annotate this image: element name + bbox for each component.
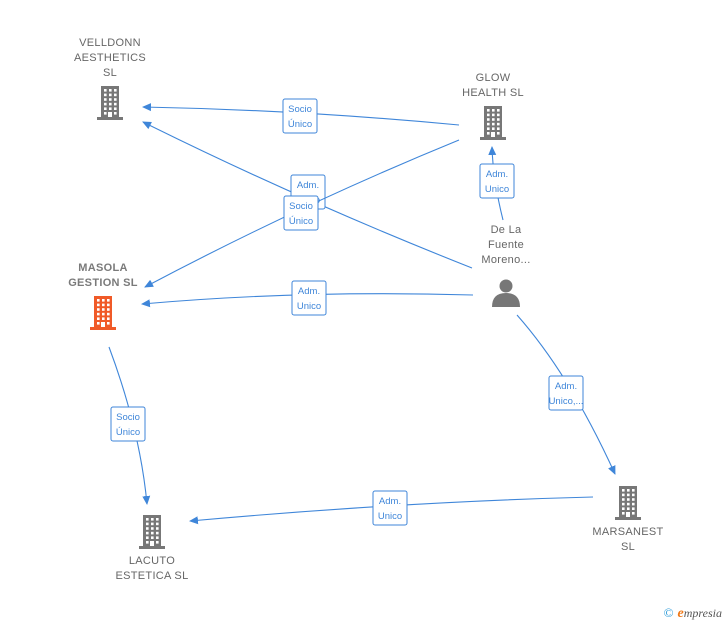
edge-label-text: Socio	[289, 201, 313, 212]
node-label: AESTHETICS	[74, 52, 146, 64]
node-label: De La	[491, 224, 522, 236]
edge-label-box	[283, 195, 319, 231]
edge-label-box	[372, 490, 408, 526]
node-label: ESTETICA SL	[116, 570, 189, 582]
edge-label[interactable]: Adm. Unico	[291, 280, 327, 316]
building-icon	[480, 106, 506, 140]
node-label: SL	[103, 67, 117, 79]
edge-label-text: Adm.	[298, 286, 320, 297]
node-marsanest[interactable]: MARSANEST SL	[592, 486, 663, 553]
edge-label-text: Adm.	[486, 169, 508, 180]
edge-label[interactable]: Adm. Unico,...	[548, 375, 584, 411]
edge-label-text: Socio	[288, 104, 312, 115]
edge-label-box	[110, 406, 146, 442]
node-label: Fuente	[488, 239, 524, 251]
brand-logo-text: mpresia	[683, 606, 722, 620]
edge-label-text: Socio	[116, 412, 140, 423]
edge-label[interactable]: Adm. Unico	[372, 490, 408, 526]
brand-footer: ©empresia	[664, 605, 722, 622]
edge-label-text: Adm.	[297, 180, 319, 191]
node-glow[interactable]: GLOW HEALTH SL	[462, 72, 524, 140]
edge-label-text: Adm.	[379, 496, 401, 507]
node-label: GLOW	[476, 72, 511, 84]
edge-label-box	[479, 163, 515, 199]
building-icon	[97, 86, 123, 120]
edge-label-text: Unico	[378, 511, 402, 522]
edge-person-velldonn: Adm.Unico	[142, 121, 473, 269]
node-label: LACUTO	[129, 555, 175, 567]
node-label: MARSANEST	[592, 526, 663, 538]
node-masola[interactable]: MASOLA GESTION SL	[68, 262, 138, 330]
edge-label-box	[548, 375, 584, 411]
node-label: VELLDONN	[79, 37, 141, 49]
building-icon	[90, 296, 116, 330]
edge-person-masola: Adm. Unico	[141, 280, 474, 316]
edge-label-text: Único	[116, 427, 140, 438]
building-icon	[615, 486, 641, 520]
edge-label-text: Único	[289, 216, 313, 227]
edge-label-text: Único	[288, 119, 312, 130]
edge-label-text: Adm.	[555, 381, 577, 392]
node-lacuto[interactable]: LACUTO ESTETICA SL	[116, 515, 189, 582]
edge-label-text: Unico,...	[549, 396, 584, 407]
edge-label[interactable]: Adm. Unico	[479, 163, 515, 199]
edge-label-box	[291, 280, 327, 316]
edge-marsanest-lacuto: Adm. Unico	[189, 490, 594, 526]
edge-label-text: Unico	[297, 301, 321, 312]
node-person[interactable]: De La FuenteMoreno...	[481, 224, 530, 307]
copyright-symbol: ©	[663, 605, 674, 620]
edge-person-marsanest: Adm. Unico,...	[516, 314, 616, 475]
building-icon	[139, 515, 165, 549]
edge-label-text: Unico	[485, 184, 509, 195]
edge-label-box	[282, 98, 318, 134]
edge-person-glow: Adm. Unico	[479, 146, 515, 221]
node-label: HEALTH SL	[462, 87, 524, 99]
node-label: GESTION SL	[68, 277, 138, 289]
node-velldonn[interactable]: VELLDONN AESTHETICS SL	[74, 37, 146, 120]
node-label: Moreno...	[481, 254, 530, 266]
node-label: SL	[621, 541, 635, 553]
person-icon	[492, 279, 520, 307]
node-label: MASOLA	[78, 262, 127, 274]
brand-logo-initial: e	[677, 606, 684, 621]
